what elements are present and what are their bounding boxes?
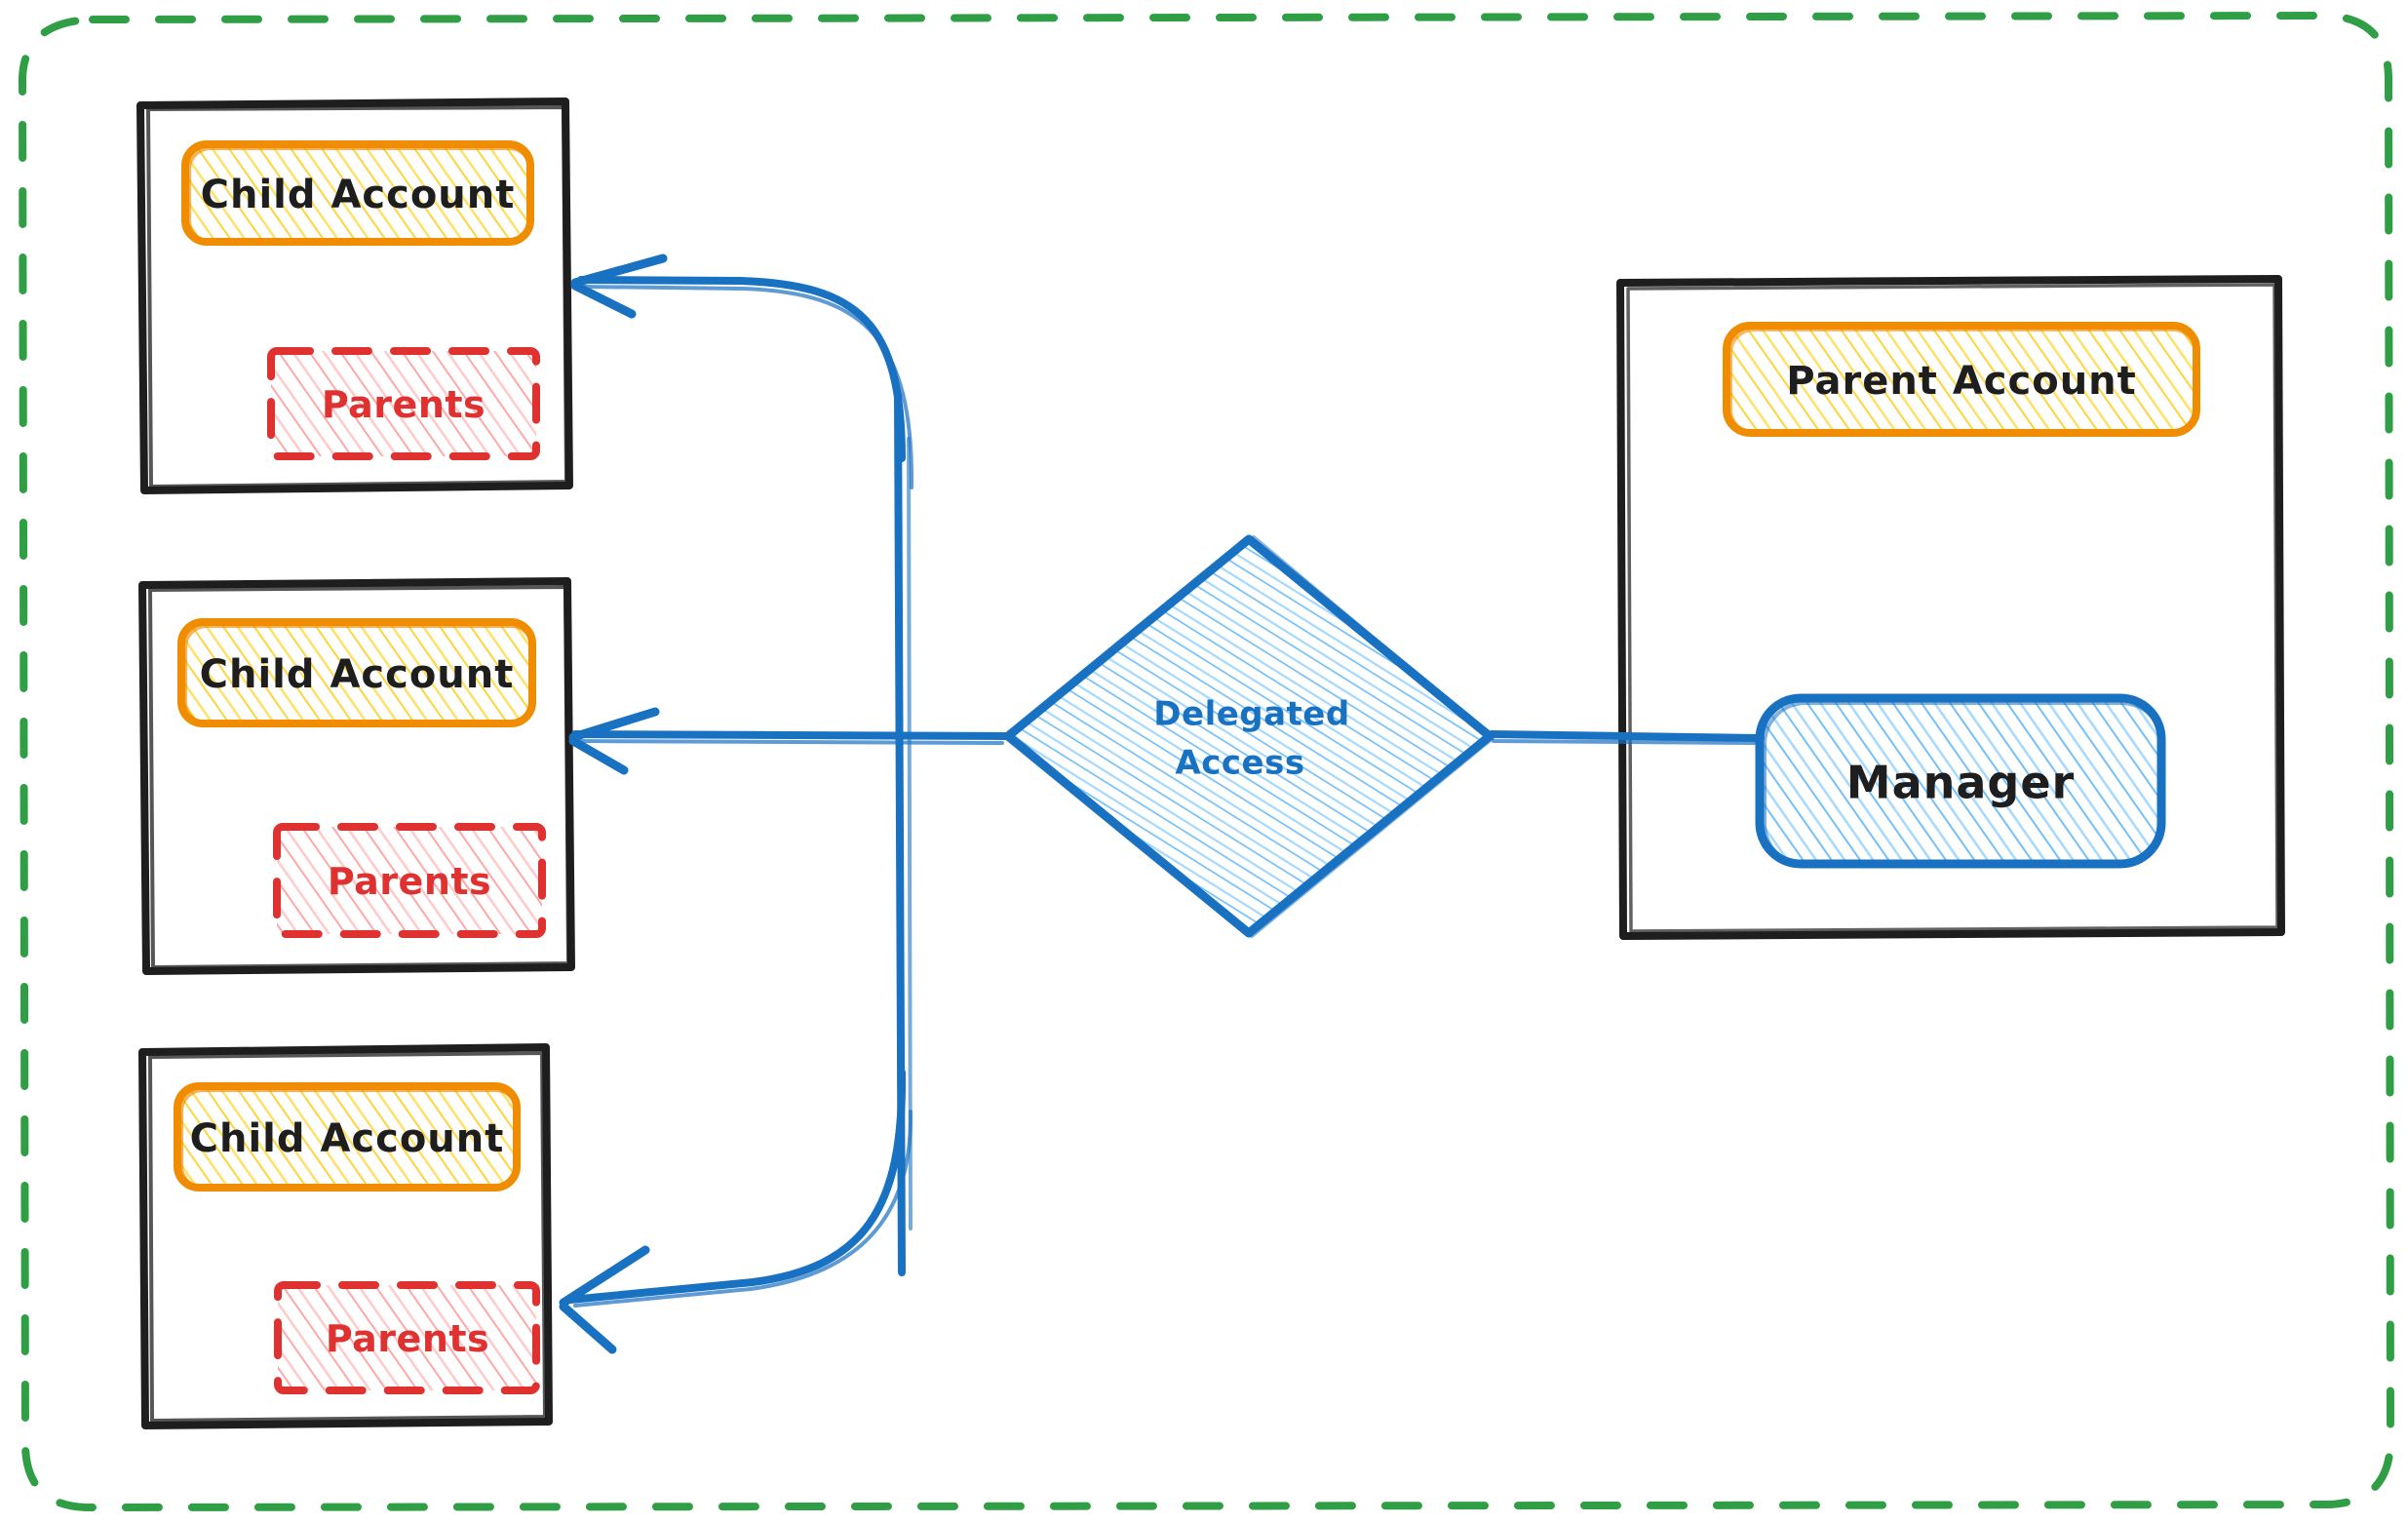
arrow-to-child-3 [559,1069,913,1354]
arrow-to-child-2 [568,707,1010,775]
child-1-parents-box[interactable] [267,347,540,460]
organization-boundary [18,11,2395,1512]
child-3-account-box[interactable] [174,1082,521,1192]
parent-account-box[interactable] [1723,322,2200,437]
child-1-account-box[interactable] [181,140,534,246]
delegated-access-diamond[interactable] [1003,534,1495,938]
arrow-to-child-1 [570,254,914,489]
connector-diamond-to-manager [1488,730,1765,745]
child-2-account-box[interactable] [177,618,536,727]
child-3-parents-box[interactable] [274,1281,540,1394]
manager-box[interactable] [1755,693,2166,869]
child-2-parents-box[interactable] [273,823,546,938]
